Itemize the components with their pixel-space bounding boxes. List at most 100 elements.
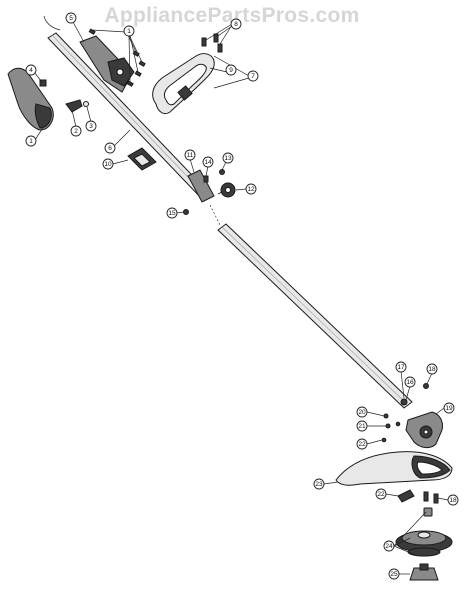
- callout-1: 1: [25, 135, 37, 147]
- callout-17: 17: [395, 361, 407, 373]
- callout-label: 20: [358, 409, 366, 416]
- callout-label: 18: [428, 366, 436, 373]
- callout-19: 19: [443, 402, 455, 414]
- callout-circle: [383, 540, 395, 552]
- callout-circle: [222, 152, 234, 164]
- callout-21: 21: [356, 420, 368, 432]
- callout-9: 9: [225, 64, 237, 76]
- callout-13: 13: [222, 152, 234, 164]
- callout-label: 6: [108, 145, 112, 152]
- bump-knob: [409, 563, 439, 581]
- callout-circle: [395, 361, 407, 373]
- callout-16: 16: [404, 376, 416, 388]
- engine-housing: [79, 35, 135, 93]
- lower-shaft: [217, 223, 413, 409]
- callout-circle: [375, 488, 387, 500]
- callout-label: 19: [445, 405, 453, 412]
- callout-18: 18: [447, 494, 459, 506]
- callout-circle: [230, 18, 242, 30]
- guard-hardware: [397, 489, 439, 517]
- callout-circle: [426, 363, 438, 375]
- callout-circle: [356, 420, 368, 432]
- callout-label: 1: [127, 28, 131, 35]
- callout-label: 15: [168, 210, 176, 217]
- callout-2: 2: [70, 125, 82, 137]
- callout-label: 25: [390, 571, 398, 578]
- spring-part: [83, 101, 89, 107]
- callout-label: 2: [74, 128, 78, 135]
- leader-lines: [33, 21, 449, 575]
- callout-circle: [202, 156, 214, 168]
- callout-circle: [184, 149, 196, 161]
- callout-4: 4: [25, 64, 37, 76]
- callout-circle: [225, 64, 237, 76]
- callout-label: 8: [234, 21, 238, 28]
- shaft-coupler: [187, 169, 215, 203]
- callout-circle: [70, 125, 82, 137]
- callout-circle: [85, 120, 97, 132]
- callout-label: 18: [449, 497, 457, 504]
- callout-label: 5: [69, 15, 73, 22]
- callout-circle: [123, 25, 135, 37]
- callout-label: 11: [187, 152, 194, 159]
- gear-head: [405, 411, 443, 449]
- callout-circle: [245, 183, 257, 195]
- coupler-knob: [217, 182, 236, 198]
- callout-circle: [102, 158, 114, 170]
- callout-label: 23: [315, 481, 323, 488]
- callout-24: 24: [383, 540, 395, 552]
- callout-10: 10: [102, 158, 114, 170]
- callout-23: 23: [313, 478, 325, 490]
- callout-12: 12: [245, 183, 257, 195]
- callout-7: 7: [247, 70, 259, 82]
- callout-circle: [166, 207, 178, 219]
- callout-label: 3: [89, 123, 93, 130]
- callout-label: 16: [406, 379, 414, 386]
- throttle-cable: [43, 15, 61, 31]
- callout-label: 14: [204, 159, 212, 166]
- callout-label: 22: [377, 491, 385, 498]
- callout-22: 22: [356, 438, 368, 450]
- callout-label: 12: [247, 186, 255, 193]
- callout-15: 15: [166, 207, 178, 219]
- assist-handle: [152, 53, 215, 115]
- callout-circle: [356, 438, 368, 450]
- callout-label: 10: [104, 161, 112, 168]
- callout-8: 8: [230, 18, 242, 30]
- callout-label: 21: [358, 423, 366, 430]
- callout-circle: [104, 142, 116, 154]
- trigger: [65, 99, 83, 113]
- callout-22: 22: [375, 488, 387, 500]
- callout-20: 20: [356, 406, 368, 418]
- callout-label: 24: [385, 543, 393, 550]
- watermark-text: AppliancePartsPros.com: [104, 4, 360, 27]
- callout-label: 1: [29, 138, 33, 145]
- callout-circle: [313, 478, 325, 490]
- left-handle-housing: [7, 67, 54, 131]
- callout-circle: [247, 70, 259, 82]
- callout-14: 14: [202, 156, 214, 168]
- shaft-clamp: [127, 147, 157, 171]
- callout-25: 25: [388, 568, 400, 580]
- trimmer-spool: [395, 530, 453, 557]
- callout-1: 1: [123, 25, 135, 37]
- callout-11: 11: [184, 149, 196, 161]
- callout-label: 4: [29, 67, 33, 74]
- callout-label: 9: [229, 67, 233, 74]
- callout-circle: [25, 135, 37, 147]
- housing-screws: [88, 28, 146, 87]
- callout-5: 5: [65, 12, 77, 24]
- callout-circle: [447, 494, 459, 506]
- callout-circle: [388, 568, 400, 580]
- callout-label: 22: [358, 441, 366, 448]
- callout-circle: [25, 64, 37, 76]
- callout-label: 17: [397, 364, 405, 371]
- debris-guard: [335, 451, 453, 486]
- callout-label: 7: [251, 73, 255, 80]
- callout-label: 13: [224, 155, 232, 162]
- callout-circle: [65, 12, 77, 24]
- switch-part: [39, 79, 47, 87]
- callout-18: 18: [426, 363, 438, 375]
